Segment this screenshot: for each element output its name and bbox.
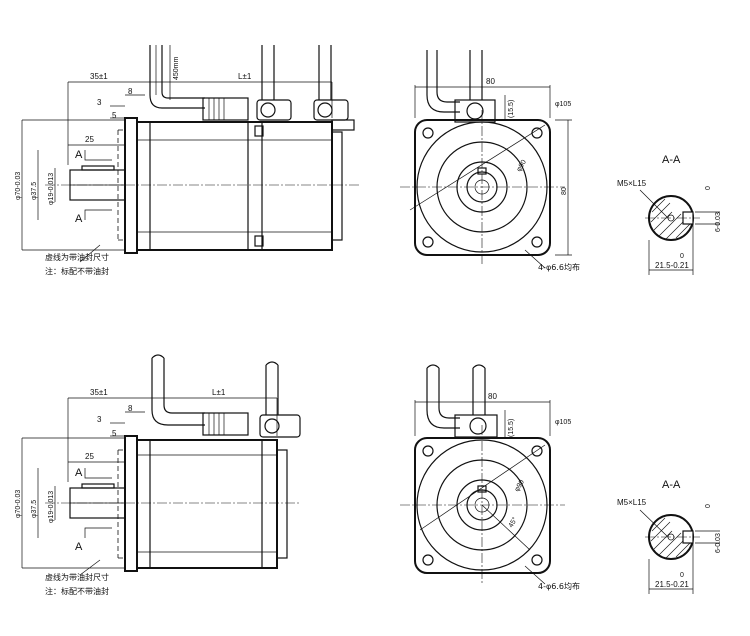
section-mark-a-top-b: A [75, 467, 83, 479]
thread-spec-b: M5×L15 [617, 498, 647, 507]
dim-phi19: φ19-0.013 [48, 173, 55, 205]
dim-phi19-b: φ19-0.013 [48, 491, 55, 523]
bottom-section-labels: A-A M5×L15 6-0.03 0 21.5-0.21 0 [617, 479, 722, 589]
dim-25-b: 25 [85, 452, 94, 461]
dim-15-5: (15.5) [508, 100, 515, 118]
bottom-side-view [21, 354, 301, 576]
dim-35-b: 35±1 [90, 388, 108, 397]
section-title: A-A [662, 154, 681, 166]
dim-3-b: 3 [97, 415, 102, 424]
top-side-labels: 35±1 L±1 8 3 5 25 450mm φ70-0.03 φ37.5 φ… [15, 56, 252, 276]
keyway-depth-top: 0 [680, 253, 684, 260]
dim-phi105: φ105 [555, 101, 571, 108]
dim-15-5-b: (15.5) [508, 419, 515, 437]
dim-5-b: 5 [112, 429, 117, 438]
dim-8-b: 8 [128, 404, 133, 413]
dim-25: 25 [85, 135, 94, 144]
keyway-width-top-b: 0 [705, 504, 712, 508]
section-title-b: A-A [662, 479, 681, 491]
section-mark-a-bottom-b: A [75, 541, 83, 553]
dim-80-h-b: 80 [488, 392, 497, 401]
keyway-depth-b: 21.5-0.21 [655, 580, 689, 589]
bottom-front-labels: 80 (15.5) φ105 φ90 45° 4-φ6.6均布 [488, 392, 580, 591]
section-mark-a-bottom: A [75, 213, 83, 225]
thread-spec: M5×L15 [617, 179, 647, 188]
dim-phi37-b: φ37.5 [31, 500, 38, 518]
note-standard-b: 注：标配不带油封 [45, 586, 109, 596]
dim-phi37: φ37.5 [31, 182, 38, 200]
top-front-labels: 80 80 (15.5) φ105 φ90 4-φ6.6均布 [486, 77, 580, 272]
dim-phi70: φ70-0.03 [15, 172, 22, 200]
dim-3: 3 [97, 98, 102, 107]
dim-80-v: 80 [561, 187, 568, 195]
dim-phi70-b: φ70-0.03 [15, 490, 22, 518]
keyway-depth-top-b: 0 [680, 572, 684, 579]
keyway-width: 6-0.03 [715, 212, 722, 232]
dim-L: L±1 [238, 72, 252, 81]
section-mark-a-top: A [75, 149, 83, 161]
dim-phi105-b: φ105 [555, 419, 571, 426]
note-standard: 注：标配不带油封 [45, 266, 109, 276]
top-section-aa [639, 189, 720, 275]
dim-80-h: 80 [486, 77, 495, 86]
dim-L-b: L±1 [212, 388, 226, 397]
bottom-front-view [400, 364, 565, 585]
keyway-width-b: 6-0.03 [715, 533, 722, 553]
top-front-view [400, 50, 572, 269]
bottom-side-labels: 35±1 L±1 8 3 5 25 φ70-0.03 φ37.5 φ19-0.0… [15, 388, 226, 596]
dim-holes-b: 4-φ6.6均布 [538, 581, 580, 591]
dim-holes: 4-φ6.6均布 [538, 262, 580, 272]
note-dashed-line: 虚线为带油封尺寸 [45, 252, 109, 262]
dim-8: 8 [128, 87, 133, 96]
bottom-section-aa [639, 509, 720, 594]
top-side-view [21, 45, 360, 263]
top-section-labels: A-A M5×L15 6-0.03 0 21.5-0.21 0 [617, 154, 722, 270]
dim-phi90: φ90 [516, 159, 528, 173]
dim-450: 450mm [173, 56, 180, 80]
keyway-depth: 21.5-0.21 [655, 261, 689, 270]
keyway-width-top: 0 [705, 186, 712, 190]
dim-35: 35±1 [90, 72, 108, 81]
dim-5: 5 [112, 111, 117, 120]
dim-angle-45: 45° [507, 516, 519, 529]
note-dashed-line-b: 虚线为带油封尺寸 [45, 572, 109, 582]
